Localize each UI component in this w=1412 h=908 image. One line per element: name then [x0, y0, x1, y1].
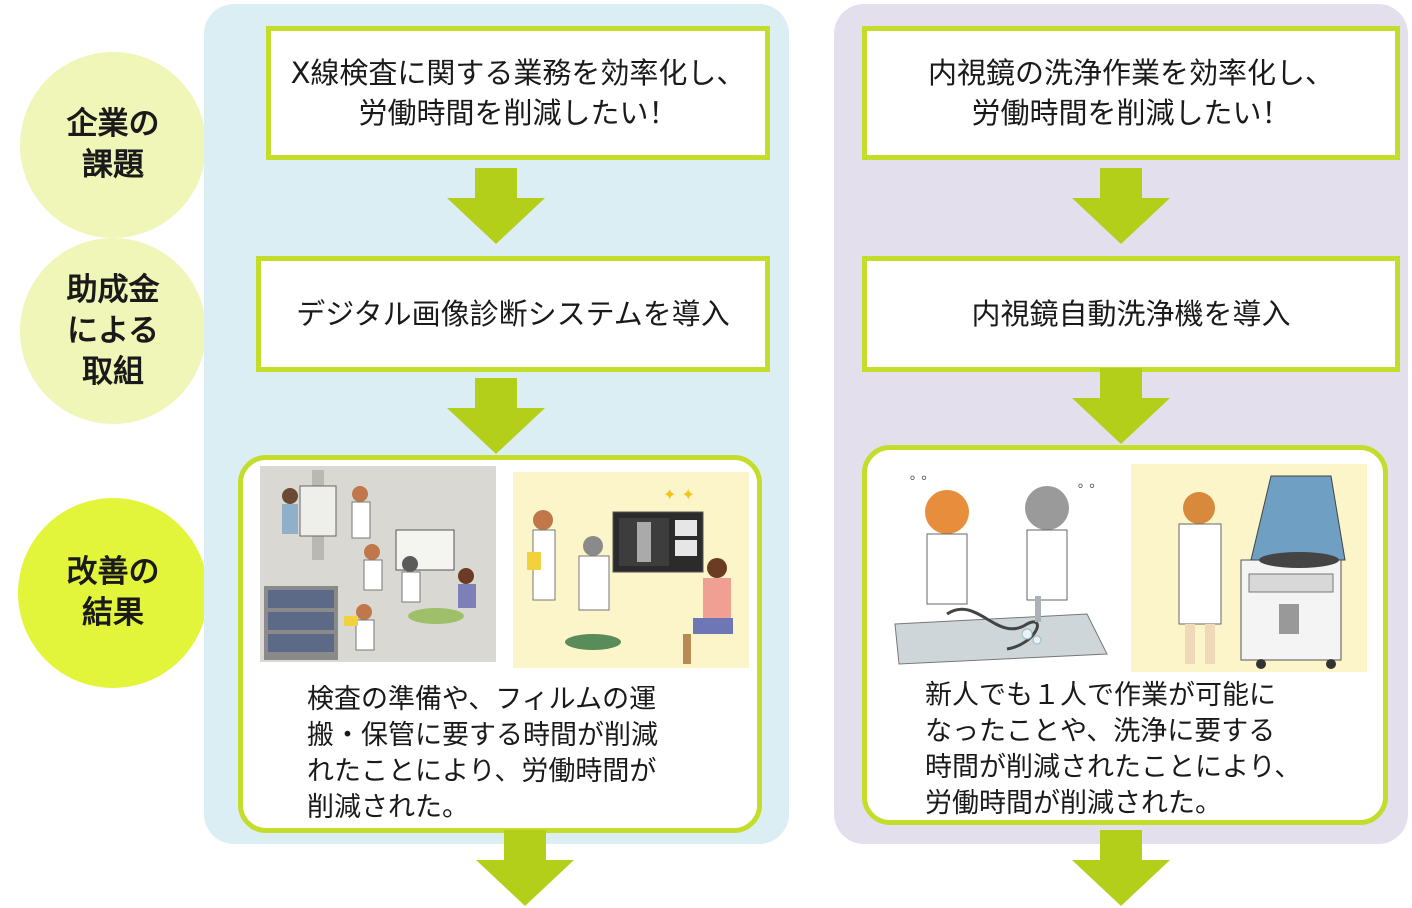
label-issue: 企業の 課題	[20, 52, 236, 238]
endoscope-issue-text: 内視鏡の洗浄作業を効率化し、 労働時間を削減したい！	[927, 56, 1334, 130]
xray-result-text: 検査の準備や、フィルムの運 搬・保管に要する時間が削減 れたことにより、労働時間…	[307, 684, 658, 823]
xray-initiative-text: デジタル画像診断システムを導入	[296, 297, 730, 331]
xray-after-illustration: ✦ ✦	[513, 472, 749, 668]
endoscope-initiative-box: 内視鏡自動洗浄機を導入	[862, 256, 1400, 372]
endoscope-after-illustration	[1131, 464, 1367, 672]
label-initiative-text: 助成金 による 取組	[66, 271, 160, 390]
xray-arrow-2	[447, 378, 545, 456]
svg-text:° °: ° °	[909, 474, 927, 490]
xray-result-box: ✦ ✦ 検査の準備や、フィルムの運 搬・保管に要する時間が削減 れたことにより、…	[238, 455, 762, 833]
label-result-text: 改善の 結果	[66, 554, 160, 631]
xray-before-illustration	[260, 466, 496, 662]
xray-issue-text: X線検査に関する業務を効率化し、 労働時間を削減したい！	[290, 56, 746, 130]
endoscope-result-text: 新人でも１人で作業が可能に なったことや、洗浄に要する 時間が削減されたことによ…	[925, 680, 1302, 819]
endoscope-arrow-2	[1072, 368, 1170, 446]
xray-arrow-1	[447, 168, 545, 246]
xray-arrow-3	[476, 830, 574, 908]
endoscope-result-box: ° ° ° ° 新人でも１人で作業が可能に なったことや、洗浄に要する 時間が削…	[862, 445, 1388, 825]
endoscope-arrow-1	[1072, 168, 1170, 246]
endoscope-issue-box: 内視鏡の洗浄作業を効率化し、 労働時間を削減したい！	[862, 26, 1400, 160]
svg-text:✦ ✦: ✦ ✦	[663, 485, 695, 504]
xray-initiative-box: デジタル画像診断システムを導入	[256, 256, 770, 372]
label-initiative: 助成金 による 取組	[20, 238, 236, 424]
xray-issue-box: X線検査に関する業務を効率化し、 労働時間を削減したい！	[266, 26, 770, 160]
endoscope-arrow-3	[1072, 830, 1170, 908]
label-issue-text: 企業の 課題	[66, 106, 160, 183]
endoscope-before-illustration: ° ° ° °	[887, 464, 1115, 672]
endoscope-initiative-text: 内視鏡自動洗浄機を導入	[971, 297, 1291, 331]
svg-text:° °: ° °	[1077, 482, 1095, 498]
label-result: 改善の 結果	[18, 498, 238, 688]
